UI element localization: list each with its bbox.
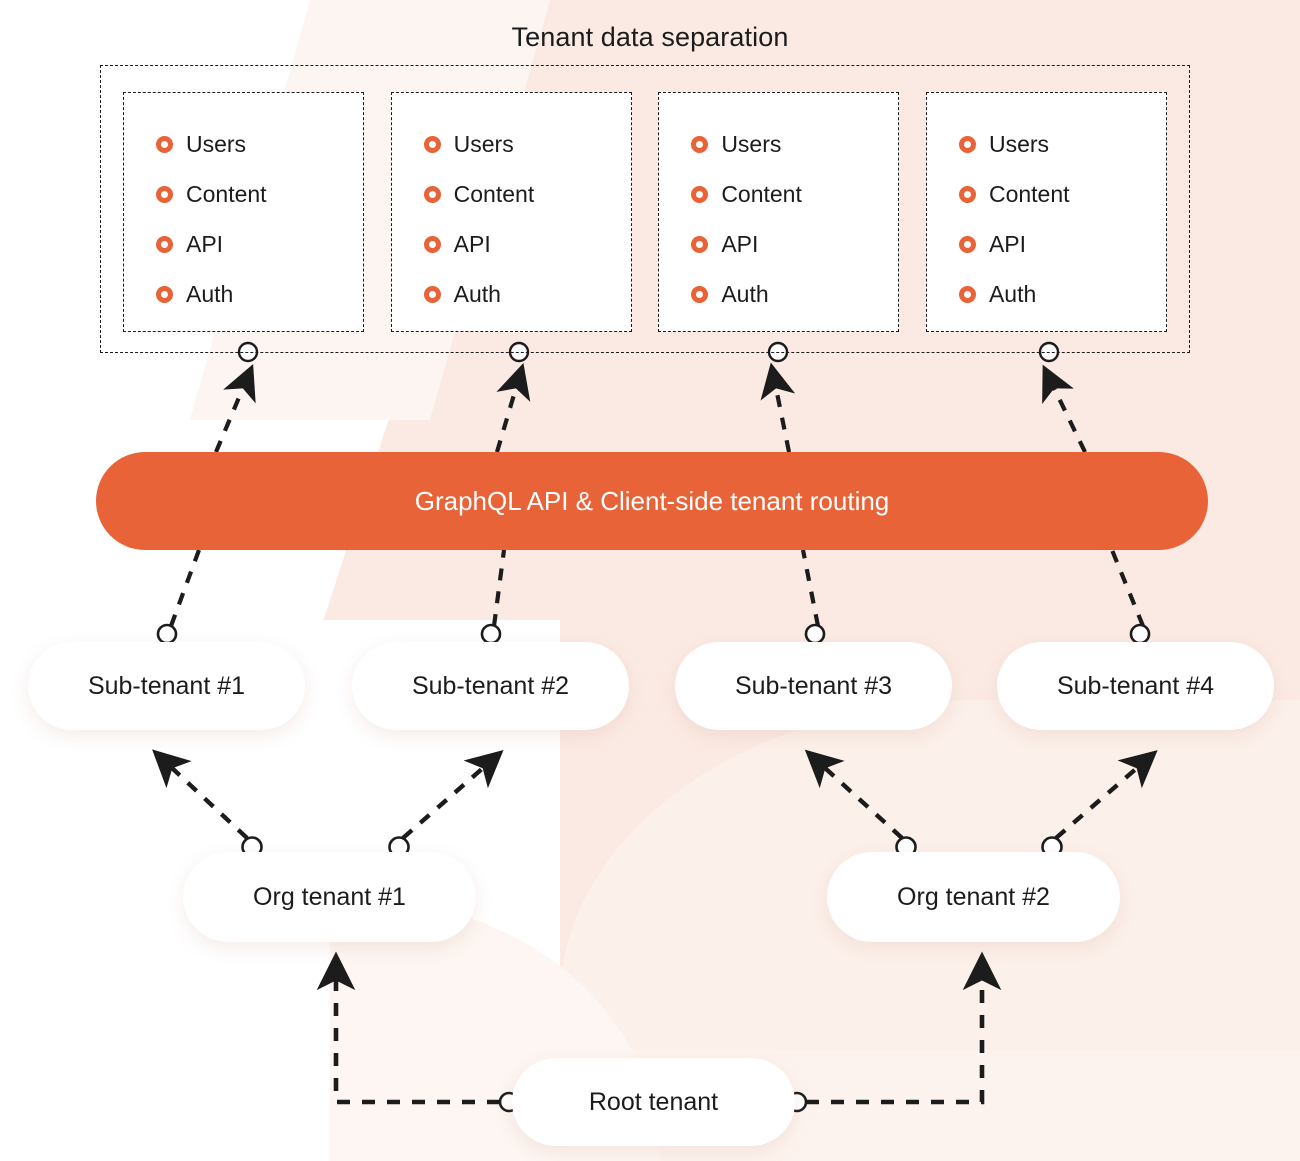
tenant-card-item: API bbox=[691, 219, 898, 269]
edge-org1-to-sub2 bbox=[401, 750, 504, 840]
tenant-card-item: Content bbox=[958, 169, 1166, 219]
node-label: Root tenant bbox=[588, 1087, 719, 1116]
node-sub-tenant-2[interactable]: Sub-tenant #2 bbox=[352, 642, 629, 730]
edge-root-to-org2 bbox=[806, 951, 1002, 1105]
graphql-api-bar-label: GraphQL API & Client-side tenant routing bbox=[414, 485, 890, 516]
edge-sub3-to-api bbox=[800, 549, 821, 627]
ring-bullet-icon bbox=[958, 235, 976, 253]
tenant-card-item-label: Auth bbox=[721, 280, 769, 307]
node-sub-tenant-4[interactable]: Sub-tenant #4 bbox=[997, 642, 1274, 730]
edge-api-to-tenant-2 bbox=[494, 363, 531, 453]
node-sub-tenant-1[interactable]: Sub-tenant #1 bbox=[28, 642, 305, 730]
tenant-card-item: Content bbox=[156, 169, 363, 219]
edge-org2-to-sub3 bbox=[804, 749, 904, 840]
ring-bullet-icon bbox=[156, 285, 173, 303]
tenant-card-item: Users bbox=[691, 119, 898, 169]
tenant-card[interactable]: Users Content API Auth bbox=[925, 92, 1167, 332]
ring-bullet-icon bbox=[156, 135, 173, 153]
edge-sub1-to-api bbox=[169, 549, 201, 627]
ring-bullet-icon bbox=[691, 235, 709, 253]
ring-bullet-icon bbox=[423, 285, 441, 303]
graphql-api-bar[interactable]: GraphQL API & Client-side tenant routing bbox=[96, 452, 1208, 550]
ring-bullet-icon bbox=[958, 185, 976, 203]
tenant-card-item: Users bbox=[958, 119, 1166, 169]
ring-bullet-icon bbox=[691, 135, 709, 153]
edge-api-to-tenant-1 bbox=[214, 364, 256, 453]
node-label: Sub-tenant #2 bbox=[411, 671, 570, 700]
tenant-card-item-label: Content bbox=[721, 180, 802, 207]
edge-sub4-to-api bbox=[1110, 549, 1145, 627]
tenant-card-item-label: Users bbox=[186, 130, 247, 157]
tenant-card-item: Auth bbox=[691, 269, 898, 319]
node-label: Org tenant #2 bbox=[897, 882, 1050, 911]
tenant-card-item: Content bbox=[691, 169, 898, 219]
connector-dot-icon bbox=[156, 623, 178, 645]
tenant-card-item-label: Auth bbox=[988, 280, 1037, 307]
node-sub-tenant-3[interactable]: Sub-tenant #3 bbox=[675, 642, 952, 730]
connector-dot-icon bbox=[480, 623, 502, 645]
tenant-card-item-label: Auth bbox=[453, 280, 501, 307]
tenant-card-item-label: API bbox=[453, 230, 491, 257]
edge-api-to-tenant-3 bbox=[760, 362, 796, 453]
node-label: Sub-tenant #4 bbox=[1056, 671, 1215, 700]
page-title: Tenant data separation bbox=[511, 22, 789, 52]
tenant-cards-row: Users Content API Auth Users Conte bbox=[123, 92, 1167, 332]
tenant-card-item: Auth bbox=[156, 269, 363, 319]
tenant-card-item: Auth bbox=[423, 269, 631, 319]
ring-bullet-icon bbox=[958, 285, 976, 303]
ring-bullet-icon bbox=[423, 185, 441, 203]
tenant-card-item-label: API bbox=[721, 230, 759, 257]
node-label: Sub-tenant #3 bbox=[734, 671, 893, 700]
tenant-card-item-label: Users bbox=[453, 130, 514, 157]
tenant-card-item-label: Content bbox=[186, 180, 267, 207]
tenant-card-item: Users bbox=[156, 119, 363, 169]
connector-dot-icon bbox=[1129, 623, 1151, 645]
ring-bullet-icon bbox=[691, 285, 709, 303]
tenant-card[interactable]: Users Content API Auth bbox=[390, 92, 632, 332]
tenant-card-item-label: Content bbox=[453, 180, 535, 207]
tenant-card-item-label: Auth bbox=[186, 280, 234, 307]
connector-dot-icon bbox=[804, 623, 826, 645]
node-org-tenant-2[interactable]: Org tenant #2 bbox=[827, 852, 1120, 942]
node-org-tenant-1[interactable]: Org tenant #1 bbox=[183, 852, 476, 942]
ring-bullet-icon bbox=[958, 135, 976, 153]
tenant-card-item: Auth bbox=[958, 269, 1166, 319]
tenant-card[interactable]: Users Content API Auth bbox=[123, 92, 364, 332]
tenant-card[interactable]: Users Content API Auth bbox=[658, 92, 900, 332]
ring-bullet-icon bbox=[423, 235, 441, 253]
tenant-card-item-label: Users bbox=[721, 130, 782, 157]
tenant-card-item: Users bbox=[423, 119, 631, 169]
edge-root-to-org1 bbox=[316, 951, 500, 1105]
ring-bullet-icon bbox=[423, 135, 441, 153]
tenant-card-item-label: API bbox=[186, 230, 224, 257]
edge-api-to-tenant-4 bbox=[1042, 364, 1087, 453]
edge-sub2-to-api bbox=[491, 549, 507, 627]
node-label: Org tenant #1 bbox=[253, 882, 406, 911]
ring-bullet-icon bbox=[156, 235, 173, 253]
node-label: Sub-tenant #1 bbox=[87, 671, 246, 700]
tenant-card-item: API bbox=[958, 219, 1166, 269]
tenant-card-item: Content bbox=[423, 169, 631, 219]
ring-bullet-icon bbox=[691, 185, 709, 203]
tenant-card-item: API bbox=[423, 219, 631, 269]
tenant-card-item-label: Content bbox=[988, 180, 1070, 207]
edge-org1-to-sub1 bbox=[152, 749, 249, 840]
tenant-card-item: API bbox=[156, 219, 363, 269]
edge-org2-to-sub4 bbox=[1054, 750, 1158, 840]
ring-bullet-icon bbox=[156, 185, 173, 203]
tenant-card-item-label: Users bbox=[988, 130, 1050, 157]
node-root-tenant[interactable]: Root tenant bbox=[512, 1058, 795, 1146]
tenant-card-item-label: API bbox=[988, 230, 1027, 257]
